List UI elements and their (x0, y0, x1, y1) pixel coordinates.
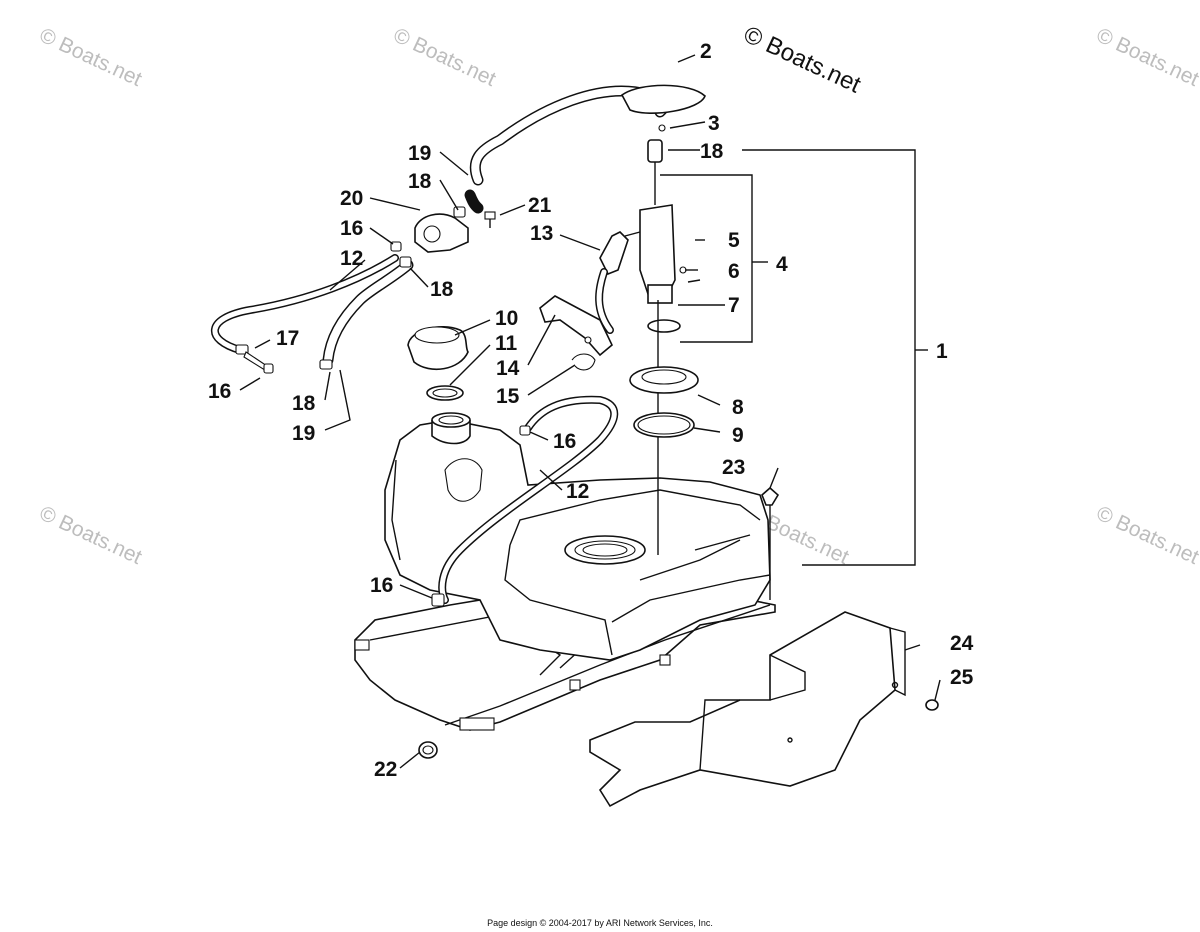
callout-10: 10 (495, 307, 518, 330)
callout-18-low: 18 (292, 392, 316, 415)
skid-plate (589, 611, 906, 808)
page-footer: Page design © 2004-2017 by ARI Network S… (487, 918, 713, 928)
callout-5: 5 (728, 229, 740, 252)
fuel-pump-assembly (620, 84, 706, 555)
callout-24: 24 (950, 632, 974, 655)
tank-ring-and-seal (629, 366, 699, 438)
fuel-tank (384, 412, 771, 661)
callout-18-valve: 18 (408, 170, 432, 193)
watermark-far-right: © Boats.net (1093, 502, 1200, 569)
callout-labels: 2 3 18 19 18 20 21 16 13 5 12 4 6 18 7 1… (208, 40, 974, 781)
callout-7: 7 (728, 294, 740, 317)
callout-21: 21 (528, 194, 552, 217)
callout-25: 25 (950, 666, 974, 689)
fuel-cap (407, 326, 469, 401)
callout-14: 14 (496, 357, 520, 380)
watermark-mid-left: © Boats.net (36, 502, 146, 569)
callout-4: 4 (776, 253, 788, 276)
callout-11: 11 (495, 332, 518, 355)
callout-12-left: 12 (340, 247, 363, 270)
leader-lines (239, 54, 941, 769)
callout-9: 9 (732, 424, 744, 447)
callout-8: 8 (732, 396, 744, 419)
callout-17: 17 (276, 327, 299, 350)
callout-22: 22 (374, 758, 397, 781)
callout-16-bottom: 16 (370, 574, 393, 597)
callout-18-mid: 18 (430, 278, 454, 301)
callout-12-bottom: 12 (566, 480, 589, 503)
watermark-top-right: © Boats.net (1093, 24, 1200, 91)
fuel-filter (539, 231, 641, 371)
callout-16-fitting: 16 (208, 380, 231, 403)
callout-2: 2 (700, 40, 712, 63)
watermark-top-center: © Boats.net (390, 24, 500, 91)
callout-13: 13 (530, 222, 553, 245)
callout-3: 3 (708, 112, 720, 135)
callout-16-tank: 16 (553, 430, 576, 453)
callout-20: 20 (340, 187, 363, 210)
callout-6: 6 (728, 260, 740, 283)
callout-18-top: 18 (700, 140, 724, 163)
callout-15: 15 (496, 385, 520, 408)
callout-19-top: 19 (408, 142, 431, 165)
copyright-mark: © Boats.net (739, 21, 865, 99)
watermark-top-left: © Boats.net (36, 24, 146, 91)
callout-1: 1 (936, 340, 948, 363)
callout-23: 23 (722, 456, 745, 479)
small-fasteners (418, 486, 939, 759)
rollover-valve (414, 211, 496, 253)
callout-19-low: 19 (292, 422, 315, 445)
callout-16-valve: 16 (340, 217, 363, 240)
